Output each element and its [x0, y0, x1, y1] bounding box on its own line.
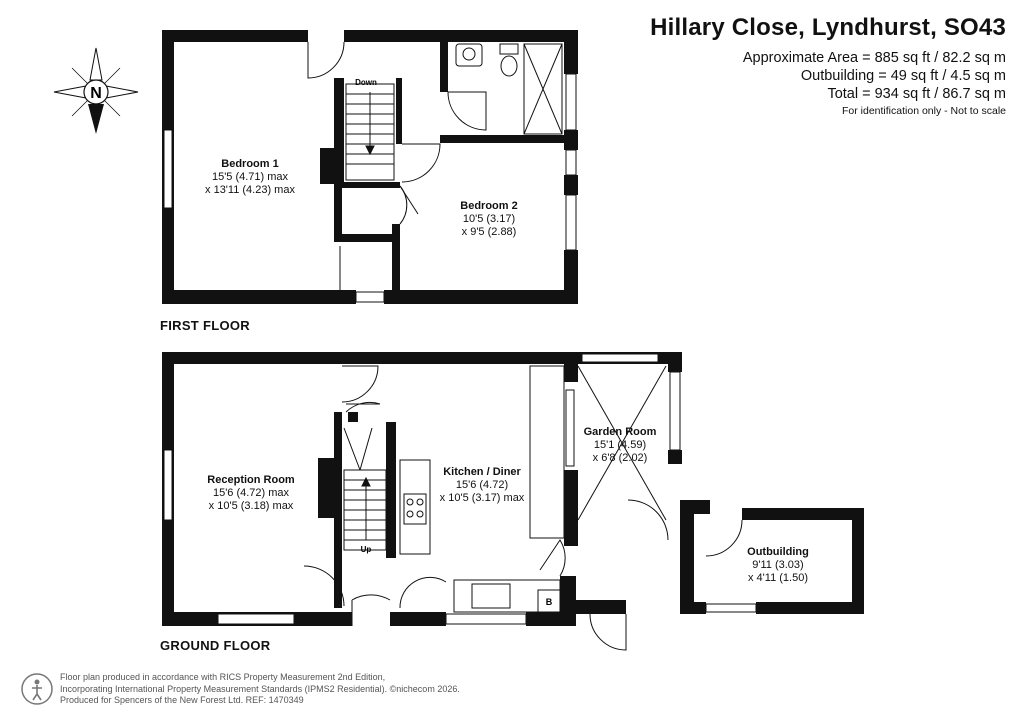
room-kitchen-diner: Kitchen / Diner 15'6 (4.72) x 10'5 (3.17…: [430, 466, 534, 505]
room-dim: 15'6 (4.72) max: [212, 487, 290, 499]
footer-notes: Floor plan produced in accordance with R…: [60, 672, 460, 707]
footer-line: Floor plan produced in accordance with R…: [60, 672, 386, 682]
room-dim: 15'1 (4.59): [593, 439, 647, 451]
room-name: Bedroom 1: [221, 158, 279, 170]
room-garden-room: Garden Room 15'1 (4.59) x 6'8 (2.02): [580, 426, 660, 465]
ground-floor-plan: [162, 352, 864, 626]
footer-line: Incorporating International Property Mea…: [60, 683, 460, 694]
room-dim: x 4'11 (1.50): [748, 572, 808, 584]
room-dim: 9'11 (3.03): [752, 559, 804, 571]
accessibility-person-icon: [21, 673, 53, 705]
ground-floor-label: GROUND FLOOR: [160, 638, 271, 653]
room-name: Outbuilding: [747, 546, 809, 558]
room-name: Reception Room: [207, 474, 295, 486]
room-dim: x 10'5 (3.17) max: [439, 492, 525, 504]
footer-line: Produced for Spencers of the New Forest …: [60, 695, 304, 705]
total-area: Total = 934 sq ft / 86.7 sq m: [827, 86, 1006, 102]
stair-up-label: Up: [361, 545, 372, 554]
disclaimer: For identification only - Not to scale: [842, 105, 1006, 117]
room-bedroom-1: Bedroom 1 15'5 (4.71) max x 13'11 (4.23)…: [180, 158, 320, 197]
property-title: Hillary Close, Lyndhurst, SO43: [650, 14, 1006, 41]
compass-letter: N: [90, 85, 102, 102]
stair-down-label: Down: [355, 78, 377, 87]
boiler-label: B: [546, 597, 553, 607]
room-name: Bedroom 2: [460, 200, 518, 212]
room-name: Garden Room: [583, 426, 657, 438]
outbuilding-area: Outbuilding = 49 sq ft / 4.5 sq m: [800, 68, 1006, 84]
room-reception: Reception Room 15'6 (4.72) max x 10'5 (3…: [186, 474, 316, 513]
room-bedroom-2: Bedroom 2 10'5 (3.17) x 9'5 (2.88): [430, 200, 548, 239]
room-dim: 15'6 (4.72): [455, 479, 509, 491]
first-floor-plan: [162, 30, 578, 304]
room-outbuilding: Outbuilding 9'11 (3.03) x 4'11 (1.50): [728, 546, 828, 585]
north-compass-icon: N: [53, 47, 139, 134]
room-dim: x 13'11 (4.23) max: [205, 184, 295, 196]
room-name: Kitchen / Diner: [443, 466, 521, 478]
approximate-area: Approximate Area = 885 sq ft / 82.2 sq m: [742, 50, 1006, 66]
room-dim: 10'5 (3.17): [462, 213, 516, 225]
first-floor-label: FIRST FLOOR: [160, 318, 250, 333]
room-dim: x 9'5 (2.88): [461, 226, 517, 238]
room-dim: x 10'5 (3.18) max: [208, 500, 294, 512]
room-dim: x 6'8 (2.02): [592, 452, 648, 464]
room-dim: 15'5 (4.71) max: [211, 171, 289, 183]
